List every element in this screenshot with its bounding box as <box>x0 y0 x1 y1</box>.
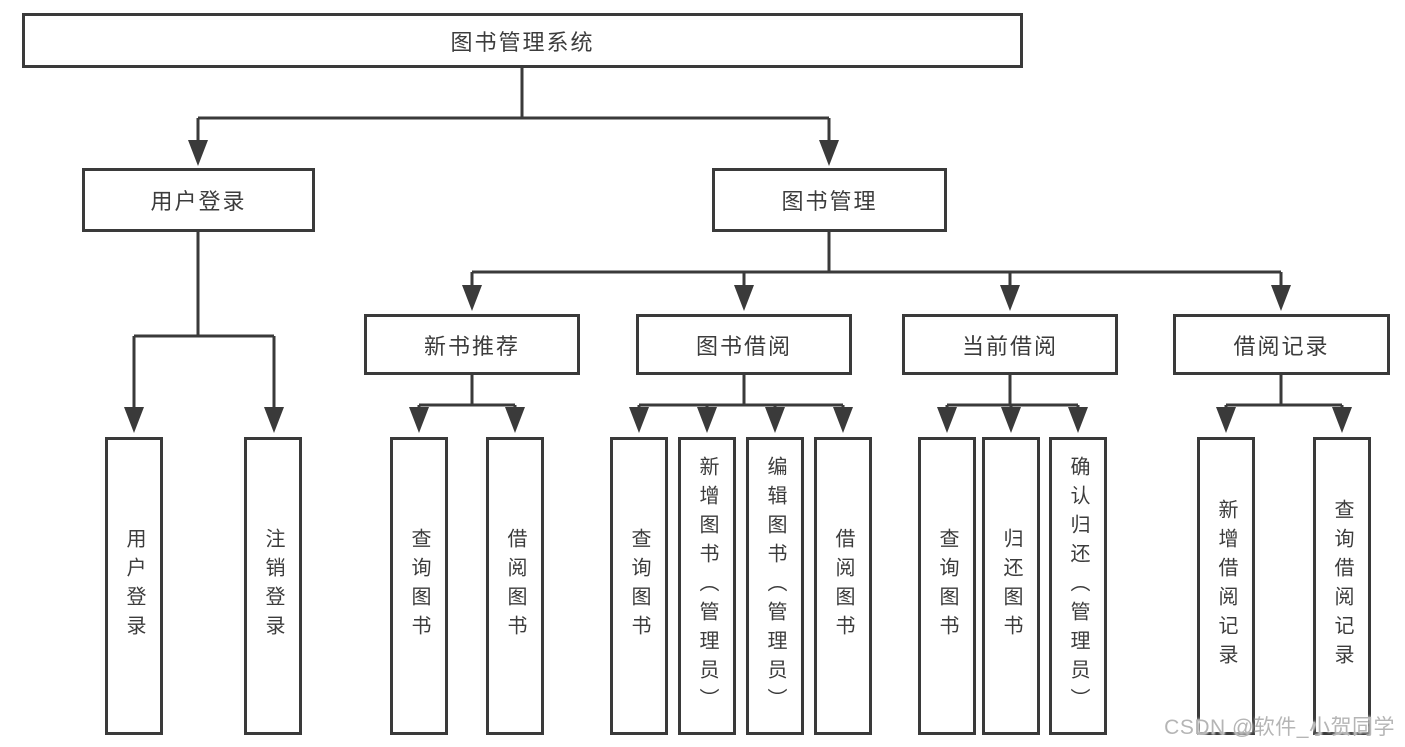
node-label: 图书管理系统 <box>450 29 595 55</box>
node-label: 新书推荐 <box>423 333 520 359</box>
node-leaf-borrow-books-recommend: 借阅图书 <box>486 437 544 735</box>
node-leaf-query-borrow-record: 查询借阅记录 <box>1313 437 1371 735</box>
node-label: 查询图书 <box>936 528 958 644</box>
node-label: 查询图书 <box>628 528 650 644</box>
node-label: 用户登录 <box>150 189 247 214</box>
node-label: 当前借阅 <box>961 333 1058 359</box>
node-library-management-system: 图书管理系统 <box>22 13 1023 68</box>
node-label: 新增借阅记录 <box>1215 499 1237 673</box>
node-leaf-query-books-recommend: 查询图书 <box>390 437 448 735</box>
node-label: 借阅图书 <box>504 528 526 644</box>
node-leaf-query-books-borrowing: 查询图书 <box>610 437 668 735</box>
node-label: 图书管理 <box>781 189 878 214</box>
node-leaf-user-login: 用户登录 <box>105 437 163 735</box>
node-current-borrowing: 当前借阅 <box>902 314 1118 375</box>
node-label: 编辑图书（管理员） <box>764 455 786 717</box>
node-leaf-add-book-admin: 新增图书（管理员） <box>678 437 736 735</box>
node-label: 查询借阅记录 <box>1331 499 1353 673</box>
node-label: 借阅记录 <box>1233 333 1330 359</box>
node-label: 借阅图书 <box>832 528 854 644</box>
node-new-book-recommendation: 新书推荐 <box>364 314 580 375</box>
node-leaf-logout: 注销登录 <box>244 437 302 735</box>
node-book-management: 图书管理 <box>712 168 947 232</box>
node-user-login: 用户登录 <box>82 168 315 232</box>
node-label: 用户登录 <box>123 528 145 644</box>
node-leaf-edit-book-admin: 编辑图书（管理员） <box>746 437 804 735</box>
node-label: 查询图书 <box>408 528 430 644</box>
node-leaf-add-borrow-record: 新增借阅记录 <box>1197 437 1255 735</box>
node-label: 归还图书 <box>1000 528 1022 644</box>
csdn-watermark: CSDN @软件_小贺同学 <box>1164 716 1395 739</box>
node-label: 图书借阅 <box>695 333 792 359</box>
node-label: 新增图书（管理员） <box>696 455 718 717</box>
node-leaf-return-book: 归还图书 <box>982 437 1040 735</box>
node-leaf-query-books-current: 查询图书 <box>918 437 976 735</box>
node-leaf-borrow-books-borrowing: 借阅图书 <box>814 437 872 735</box>
node-label: 注销登录 <box>262 528 284 644</box>
node-borrowing-records: 借阅记录 <box>1173 314 1390 375</box>
node-label: 确认归还（管理员） <box>1067 455 1089 717</box>
arrowheads <box>124 140 1352 433</box>
node-book-borrowing: 图书借阅 <box>636 314 852 375</box>
node-leaf-confirm-return-admin: 确认归还（管理员） <box>1049 437 1107 735</box>
